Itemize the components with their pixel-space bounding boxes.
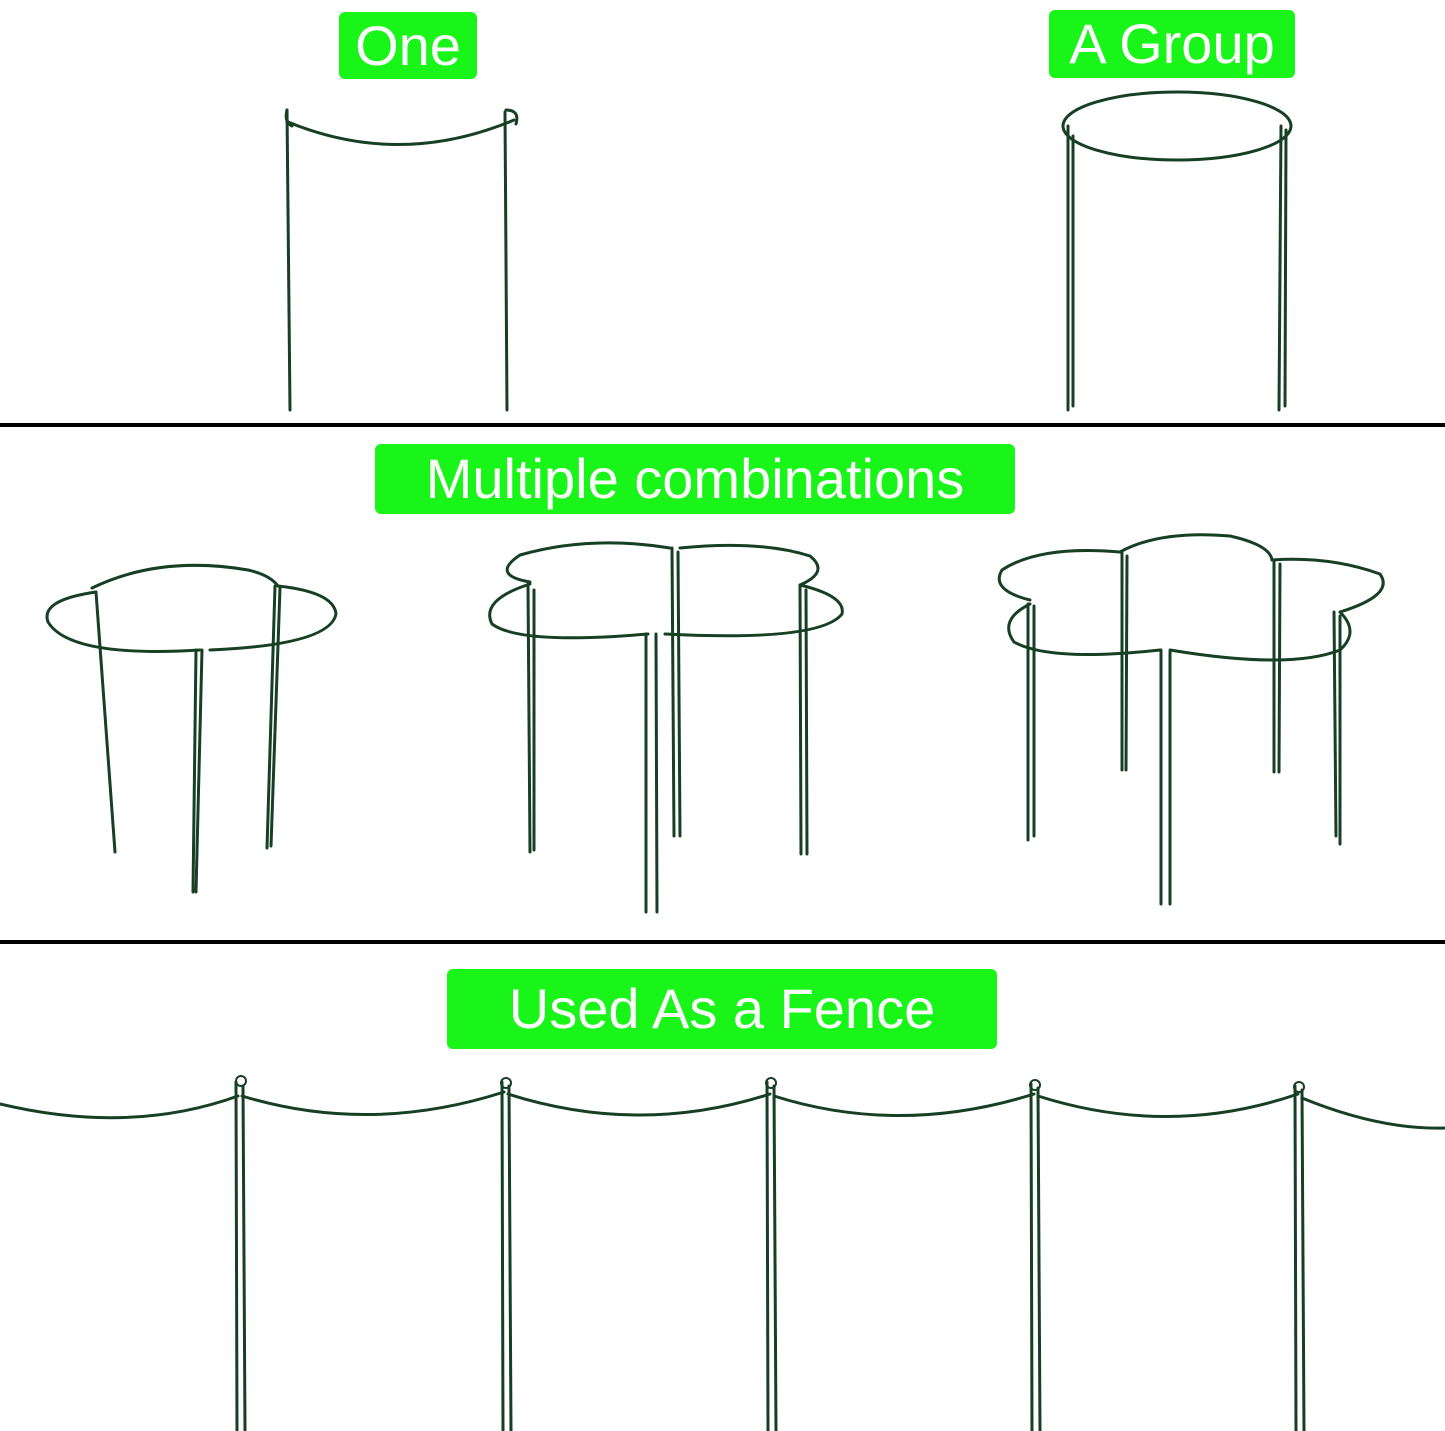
section-divider-bottom: [0, 940, 1445, 944]
three-support-combination-icon: [45, 563, 338, 894]
label-a-group: A Group: [1049, 10, 1295, 78]
section-divider-top: [0, 423, 1445, 427]
label-a-group-text: A Group: [1069, 12, 1275, 75]
single-support-icon: [284, 108, 519, 412]
label-used-as-fence: Used As a Fence: [447, 969, 997, 1049]
group-support-icon: [1061, 90, 1293, 412]
five-support-combination-icon: [997, 533, 1385, 906]
label-one-text: One: [355, 13, 461, 77]
label-used-as-fence-text: Used As a Fence: [508, 977, 936, 1040]
label-multiple-combinations-text: Multiple combinations: [425, 447, 965, 510]
fence-icon: [0, 1075, 1445, 1431]
label-one: One: [339, 12, 477, 79]
label-multiple-combinations: Multiple combinations: [375, 444, 1015, 514]
four-support-combination-icon: [488, 541, 844, 914]
